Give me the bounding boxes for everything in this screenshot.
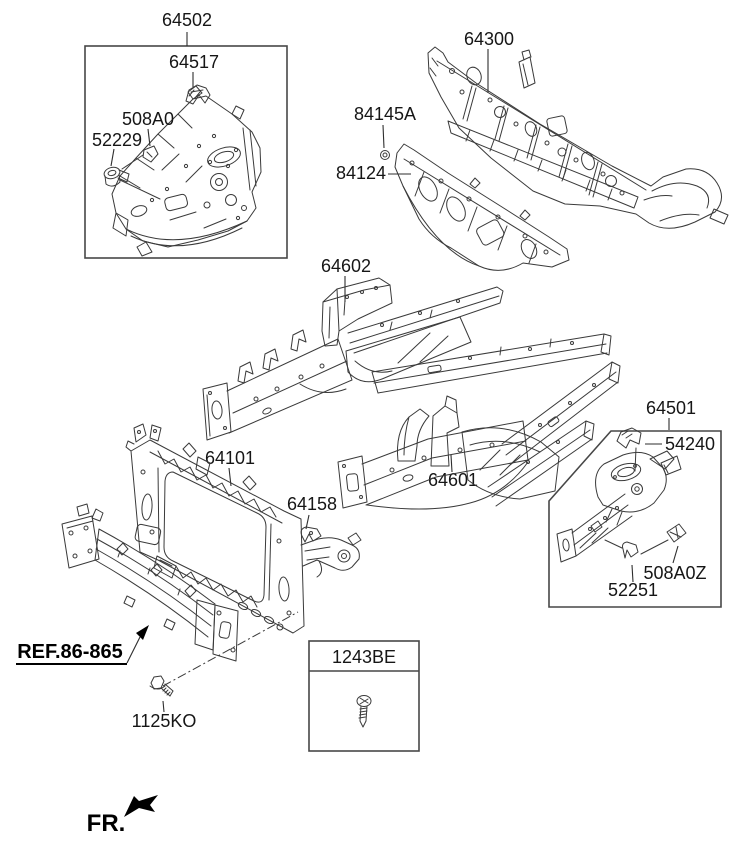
apron-rh-group-box (84, 45, 288, 259)
callout-52251[interactable]: 52251 (608, 580, 658, 600)
leader-52229 (110, 148, 115, 167)
callout-508A0Z[interactable]: 508A0Z (643, 563, 706, 583)
bumper-beam-drawing (61, 503, 239, 662)
callout-64101[interactable]: 64101 (205, 448, 255, 468)
leader-508A0 (147, 128, 151, 147)
insulator-84124-drawing (394, 143, 570, 271)
callout-64517[interactable]: 64517 (169, 52, 219, 72)
fender-apron-lh-drawing (556, 450, 682, 563)
callout-ref-86-865[interactable]: REF.86-865 (17, 641, 123, 663)
clip-508A0-drawing (142, 145, 159, 163)
mounting-52251-drawing (622, 541, 639, 559)
bolt-1125KO-drawing (149, 675, 174, 697)
screw-1243BE-drawing (356, 695, 372, 728)
callout-1125KO[interactable]: 1125KO (132, 711, 197, 731)
fender-apron-rh-drawing (111, 85, 262, 257)
callout-508A0[interactable]: 508A0 (122, 109, 174, 129)
callout-52229[interactable]: 52229 (92, 130, 142, 150)
grommet-84145A-drawing (380, 150, 390, 160)
leader-ref (126, 636, 141, 664)
ref-arrowhead-icon (136, 625, 149, 640)
callout-64601[interactable]: 64601 (428, 470, 478, 490)
apron-lh-group-box (548, 430, 722, 608)
callout-64602[interactable]: 64602 (321, 256, 371, 276)
callout-64300[interactable]: 64300 (464, 29, 514, 49)
front-direction-arrow-icon (124, 795, 158, 817)
alignment-dash-line (162, 611, 299, 687)
callout-64158[interactable]: 64158 (287, 494, 337, 514)
callout-54240[interactable]: 54240 (665, 434, 715, 454)
screw-kit-box (308, 640, 420, 752)
side-member-rh-drawing (337, 361, 621, 510)
callout-64501[interactable]: 64501 (646, 398, 696, 418)
callout-84145A[interactable]: 84145A (354, 104, 416, 124)
front-direction-label: FR. (87, 810, 126, 837)
clip-508A0Z-drawing (666, 523, 687, 543)
leader-52251 (631, 564, 634, 583)
callout-64502[interactable]: 64502 (162, 10, 212, 30)
bracket-64158-drawing (300, 526, 322, 543)
bracket-54240-drawing (616, 427, 642, 472)
leader-64601 (450, 454, 453, 473)
bracket-64517-drawing (185, 84, 211, 105)
dash-panel-drawing (427, 46, 729, 229)
radiator-support-drawing (125, 423, 362, 634)
leader-508A0Z (672, 545, 679, 564)
side-member-lh-drawing (202, 277, 612, 441)
callout-1243BE[interactable]: 1243BE (332, 647, 396, 667)
leader-1125KO (162, 700, 165, 713)
mounting-52229-drawing (103, 154, 161, 200)
leader-84145A (382, 124, 385, 149)
callout-84124[interactable]: 84124 (336, 163, 386, 183)
